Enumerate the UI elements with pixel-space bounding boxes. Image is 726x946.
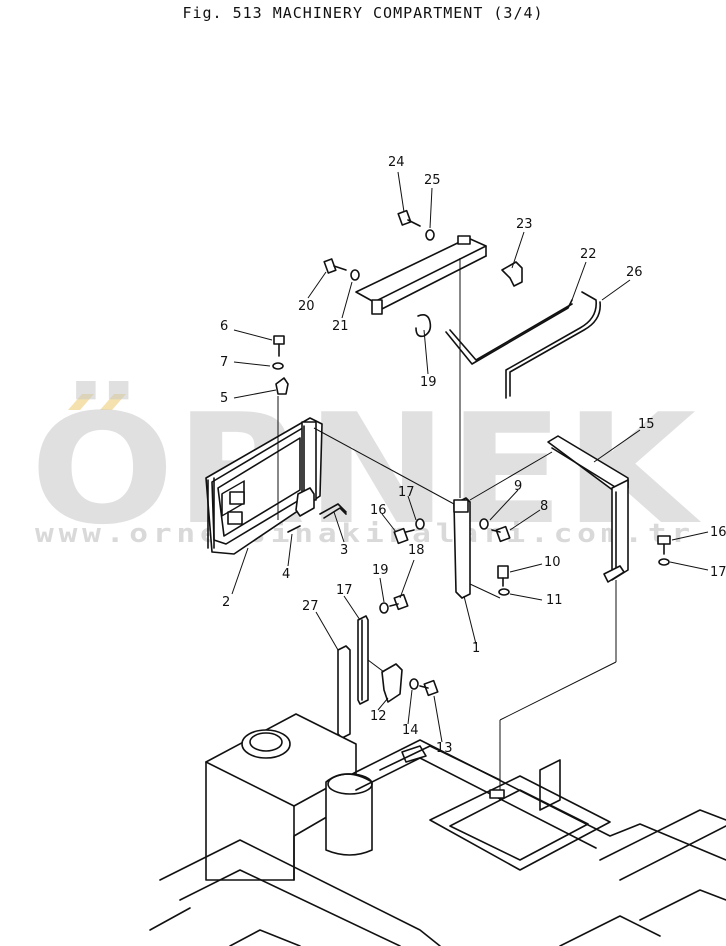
lower-stays [337,593,439,739]
leader-lines [231,171,709,743]
callout-22: 20 [298,299,315,314]
callout-29: 27 [302,599,319,614]
callout-1: 1 [472,641,480,656]
callout-16-right: 16 [710,525,726,540]
watermark-url: www.orneksinakinalari.com.tr [35,519,695,549]
callout-4: 4 [282,567,290,582]
callout-18: 17 [336,583,353,598]
callout-17-right: 17 [710,565,726,580]
callout-5: 5 [220,391,228,406]
callout-7: 7 [220,355,228,370]
stay-assembly [313,258,553,599]
callout-labels: 24 25 23 22 26 20 21 19 6 7 5 15 9 8 17 … [220,155,726,756]
callout-12: 12 [370,709,387,724]
watermark-accent-right [100,394,126,410]
callout-27: 25 [424,173,441,188]
callout-13: 13 [436,741,453,756]
callout-17-left: 17 [398,485,415,500]
callout-24: 22 [580,247,597,262]
support-frame [499,435,671,790]
radiator-panel [205,417,323,555]
callout-10: 10 [544,555,561,570]
callout-6: 6 [220,319,228,334]
callout-16-left: 16 [370,503,387,518]
watermark-accent-left [68,394,94,410]
callout-26: 24 [388,155,405,170]
callout-11: 11 [546,593,563,608]
callout-15: 15 [638,417,655,432]
small-brackets-3-4 [287,487,347,533]
callout-20: 19 [372,563,389,578]
callout-25: 23 [516,217,533,232]
callout-3: 3 [340,543,348,558]
callout-23: 21 [332,319,349,334]
fastener-group-5-7 [272,335,289,520]
figure-title: Fig. 513 MACHINERY COMPARTMENT (3/4) [182,4,544,22]
callout-19: 18 [408,543,425,558]
callout-21: 19 [420,375,437,390]
callout-9: 9 [514,479,522,494]
rods [445,291,601,399]
upper-bracket-assembly [323,209,523,338]
callout-28: 26 [626,265,643,280]
machine-body [149,713,726,946]
callout-2: 2 [222,595,230,610]
callout-8: 8 [540,499,548,514]
callout-14: 14 [402,723,419,738]
